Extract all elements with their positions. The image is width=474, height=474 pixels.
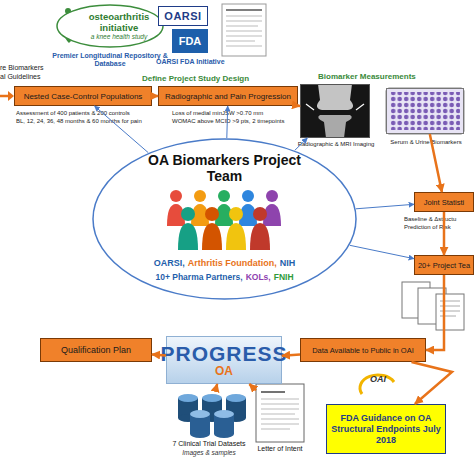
team-ellipse: OA Biomarkers Project TeamOARSI,Arthriti…	[92, 138, 357, 300]
oai-swoosh	[360, 375, 394, 394]
node-text: Letter of Intent	[246, 445, 314, 452]
node-text: OA	[215, 365, 233, 378]
node-text: Images & samples	[166, 449, 252, 456]
node-text: Premier Longitudinal Repository & Databa…	[52, 52, 168, 68]
node-text: 20+ Project Tea	[418, 261, 470, 270]
node-text: osteoarthritis initiative	[74, 11, 164, 33]
node-text: Radiographic and Pain Progression	[165, 92, 291, 101]
node-text: 10+ Pharma Partners,	[155, 272, 242, 282]
node-text: Arthritis Foundation,	[188, 258, 277, 268]
knee-radiograph	[300, 84, 370, 138]
image-panel: Radiographic & MRI Imaging	[300, 84, 370, 138]
logo-box: FDA	[172, 29, 208, 53]
node-text: OA Biomarkers Project Team	[147, 152, 302, 184]
node-text: OARSI	[164, 10, 201, 22]
node-text: OARSI,	[154, 258, 185, 268]
annotation-label: OAI	[370, 374, 386, 384]
text-row: OARSI,Arthritis Foundation,NIH	[92, 258, 357, 268]
entry-arrow	[0, 91, 14, 101]
annotation-label: Prediction of Risk	[404, 224, 451, 230]
node-text: FDA	[179, 35, 202, 47]
annotation-label: Baseline & Δstructu	[404, 216, 456, 222]
process-box: Radiographic and Pain Progression	[158, 86, 298, 106]
annotation-label: re Biomarkers	[0, 64, 44, 71]
dataset-cylinders	[178, 394, 246, 438]
flow-arrow	[249, 384, 256, 390]
database-icon: 7 Clinical Trial DatasetsImages & sample…	[172, 388, 246, 438]
node-text: NIH	[280, 258, 296, 268]
annotation-label: Biomarker Measurements	[318, 72, 416, 81]
node-text: PROGRESS	[160, 343, 287, 365]
node-text: Nested Case-Control Populations	[24, 92, 143, 101]
node-text: a knee health study	[91, 33, 147, 41]
logo-box: OARSI	[158, 6, 208, 26]
annotation-label: BL, 12, 24, 36, 48 months & 60 months fo…	[16, 118, 142, 124]
annotation-label: WOMAC above MCID >9 pts, 2 timepoints	[172, 118, 285, 124]
annotation-label: OARSI FDA Initiative	[156, 58, 225, 65]
process-box: Qualification Plan	[40, 338, 152, 362]
report-stack	[402, 282, 464, 330]
annotation-label: Assessment of 400 patients & 200 control…	[16, 110, 130, 116]
flow-arrow	[412, 362, 453, 404]
annotation-label: Loss of medial minJSW >0.70 mm	[172, 110, 263, 116]
ellipse-outline	[57, 5, 163, 47]
ellipse-outline	[93, 139, 356, 299]
node-text: Data Available to Public in OAI	[312, 346, 414, 355]
process-box: Data Available to Public in OAI	[300, 338, 426, 362]
process-box: 20+ Project Tea	[414, 255, 474, 275]
flow-arrow	[350, 245, 414, 258]
logo-ellipse: osteoarthritis initiativea knee health s…	[56, 4, 164, 48]
node-text: Radiographic & MRI Imaging	[297, 141, 375, 148]
letter-document	[256, 384, 304, 442]
node-text: FDA Guidance on OA Structural Endpoints …	[327, 413, 445, 446]
process-box: Joint Statisti	[414, 192, 474, 212]
node-text: KOLs,	[246, 272, 271, 282]
highlight-box: FDA Guidance on OA Structural Endpoints …	[326, 404, 446, 454]
image-panel: Serum & Urine Biomarkers	[386, 88, 464, 134]
assay-plate	[386, 88, 464, 134]
node-text: Qualification Plan	[61, 345, 131, 355]
annotation-label: Define Project Study Design	[142, 74, 249, 83]
flow-arrow	[426, 275, 444, 350]
node-text: 7 Clinical Trial Datasets	[166, 440, 252, 447]
text-row: 10+ Pharma Partners, KOLs,FNIH	[92, 272, 357, 282]
node-text: FNIH	[274, 272, 294, 282]
flow-arrow	[216, 384, 217, 388]
node-text: Serum & Urine Biomarkers	[387, 139, 465, 146]
document-icon: Letter of Intent	[256, 384, 304, 442]
guideline-document	[222, 4, 266, 56]
node-text: Joint Statisti	[424, 198, 464, 207]
process-box: Nested Case-Control Populations	[14, 86, 152, 106]
annotation-label: al Guidelines	[0, 73, 40, 80]
logo-box: PROGRESSOA	[166, 336, 282, 384]
team-people	[167, 190, 281, 250]
flow-arrow	[356, 204, 414, 209]
